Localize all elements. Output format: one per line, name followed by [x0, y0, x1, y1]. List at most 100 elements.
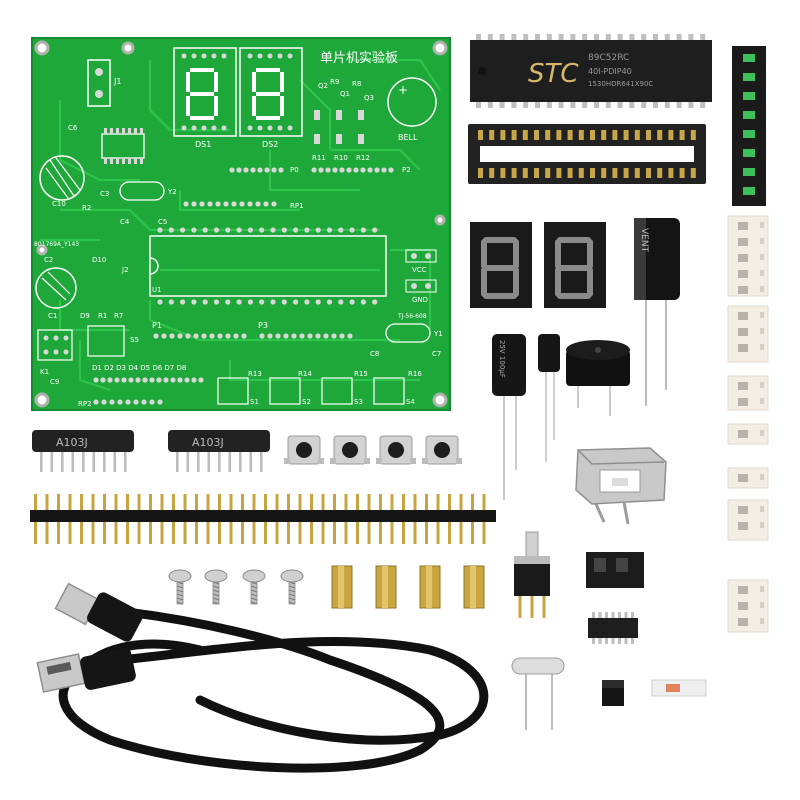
svg-text:P0: P0	[290, 166, 299, 174]
socket-contact	[511, 130, 517, 140]
pcb-pad	[133, 399, 139, 405]
c1-footprint	[35, 267, 77, 309]
j1-connector-footprint: J1	[87, 59, 121, 107]
pcb-pad	[177, 333, 183, 339]
pcb-pad	[213, 299, 220, 305]
pcb-pad	[281, 227, 287, 233]
tape-hole	[760, 474, 764, 480]
soic-pin	[624, 638, 628, 644]
pcb-pad	[293, 227, 299, 233]
socket-contact	[657, 130, 663, 140]
svg-text:S4: S4	[406, 398, 415, 406]
chip-pin	[558, 100, 564, 108]
pcb-pad	[184, 377, 190, 383]
resistor-network-pin	[50, 452, 54, 472]
pcb-pad	[202, 299, 208, 305]
svg-text:R12: R12	[356, 154, 370, 162]
socket-contact	[522, 130, 528, 140]
chip-pin	[499, 100, 505, 108]
soic-pin	[618, 638, 621, 644]
pcb-pad	[241, 333, 247, 339]
tape-hole	[760, 522, 764, 528]
crystal-oscillator	[511, 657, 565, 730]
resistor-network-pin	[218, 452, 221, 472]
usb-a-plug	[36, 648, 136, 693]
soic-pin	[618, 612, 621, 618]
screw	[168, 569, 192, 605]
chip-pin	[535, 34, 540, 42]
chip-pin	[629, 100, 635, 108]
chip-pin	[570, 34, 576, 42]
svg-text:R9: R9	[330, 78, 339, 86]
u1-footprint	[149, 235, 387, 297]
svg-text:U1: U1	[152, 286, 162, 294]
smd-part	[738, 270, 748, 278]
pcb-pad	[114, 377, 120, 383]
pcb-pad	[213, 227, 220, 233]
pcb-pad	[243, 167, 249, 173]
tape-hole	[760, 344, 764, 350]
pcb-pad	[199, 201, 205, 207]
pcb-pad	[217, 333, 223, 339]
chip-pin	[594, 34, 599, 42]
svg-text:R13: R13	[248, 370, 262, 378]
brass-standoff	[375, 565, 397, 609]
pcb-pad	[339, 167, 345, 173]
svg-text:C4: C4	[120, 218, 130, 226]
pcb-pad	[142, 377, 148, 383]
socket-contact	[556, 168, 562, 178]
pcb-pad	[135, 377, 141, 383]
mounting-hole	[121, 41, 135, 55]
smd-part	[738, 474, 748, 482]
pcb-pad	[193, 333, 199, 339]
resistor-network-pin	[103, 452, 106, 472]
resistor-network: A103J	[168, 430, 270, 472]
electrolytic-capacitor-tiny	[538, 334, 560, 462]
electrolytic-capacitor-small: 25V 100μF	[492, 334, 526, 500]
tape-hole	[760, 270, 764, 276]
svg-text:89C52RC: 89C52RC	[588, 53, 629, 63]
socket-contact	[612, 168, 618, 178]
pcb-pad	[293, 299, 299, 305]
mounting-hole	[432, 40, 448, 56]
header-hole	[743, 168, 755, 176]
chip-pin	[523, 34, 529, 42]
socket-contact	[690, 168, 696, 178]
svg-text:C9: C9	[50, 378, 59, 386]
svg-text:C3: C3	[100, 190, 109, 198]
pcb-pad	[267, 333, 273, 339]
pcb-pad	[156, 377, 162, 383]
pcb-pad	[338, 227, 344, 233]
chip-pin	[700, 100, 706, 108]
socket-contact	[489, 130, 495, 140]
soic-pin	[592, 638, 595, 644]
svg-text:R14: R14	[298, 370, 312, 378]
socket-contact	[646, 130, 651, 140]
pcb-pad	[157, 399, 163, 405]
chip-pin	[605, 34, 611, 42]
pcb-pad	[149, 377, 155, 383]
tactile-button	[422, 435, 462, 465]
header-hole	[743, 111, 755, 119]
svg-text:R1: R1	[98, 312, 107, 320]
soic-pin	[631, 638, 634, 644]
svg-text:P3: P3	[258, 321, 268, 330]
usb-b-plug	[54, 582, 143, 642]
connector-block	[586, 552, 644, 588]
svg-text:DS2: DS2	[262, 140, 278, 149]
svg-text:40I-PDIP40: 40I-PDIP40	[588, 67, 632, 76]
tactile-button	[284, 435, 324, 465]
pcb-pad	[236, 299, 242, 305]
pcb-pad	[223, 201, 229, 207]
tape-hole	[760, 328, 764, 334]
pcb-pad	[201, 333, 207, 339]
svg-text:P1: P1	[152, 321, 162, 330]
pcb-pad	[198, 377, 204, 383]
svg-text:P2: P2	[402, 166, 411, 174]
pcb-pad	[180, 227, 186, 233]
svg-text:C2: C2	[44, 256, 53, 264]
svg-text:R15: R15	[354, 370, 368, 378]
pcb-pad	[225, 299, 231, 305]
pcb-pad	[264, 167, 270, 173]
